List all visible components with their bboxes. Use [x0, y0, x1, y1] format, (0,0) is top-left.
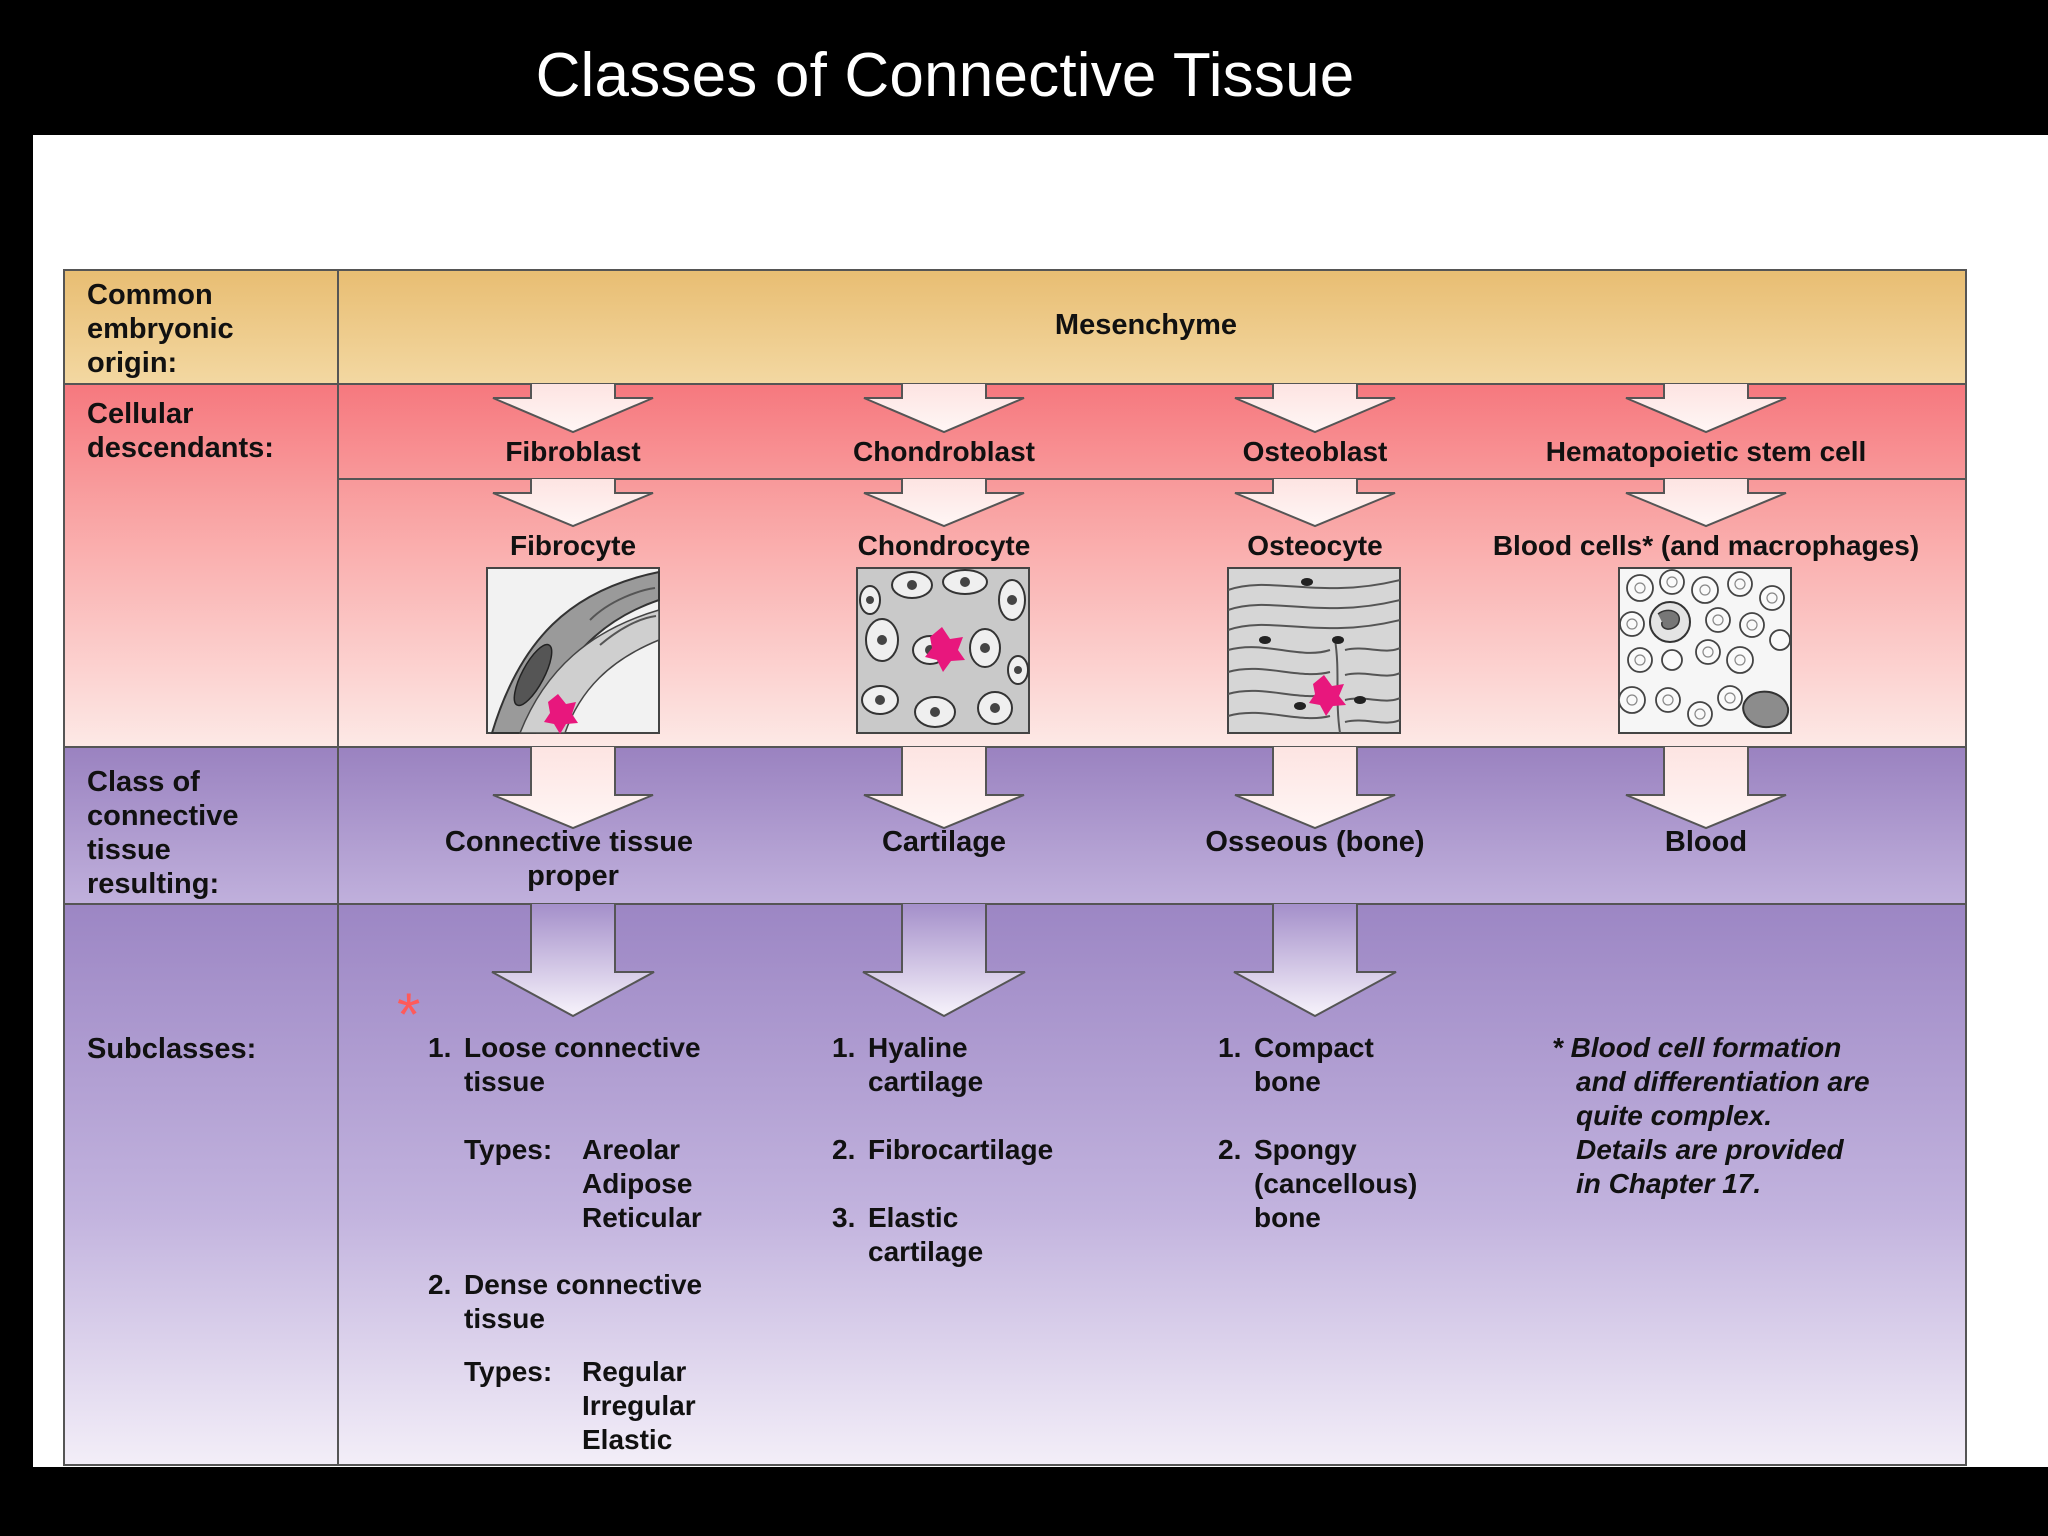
flow-arrows-class [492, 747, 1787, 830]
bone-spongy: Spongy (cancellous) bone [1254, 1134, 1425, 1233]
blood-cells-micrograph-icon [1618, 567, 1792, 734]
arrow-to-osteocyte [1234, 479, 1396, 528]
flow-arrows-subclass [491, 904, 1397, 1018]
cell-fibroblast: Fibroblast [505, 436, 640, 467]
class-connective-tissue-proper: Connective tissue proper [445, 826, 701, 892]
annotation-star-mark: * [397, 981, 420, 1048]
arrow-to-fibroblast [492, 384, 654, 434]
arrow-to-ctp-subclasses [491, 904, 655, 1018]
bone-compact: Compact bone [1254, 1032, 1382, 1097]
ctp-dense-connective-tissue: Dense connective tissue [464, 1269, 710, 1334]
arrow-to-fibrocyte [492, 479, 654, 528]
row-label-subclasses: Subclasses: [87, 1033, 256, 1065]
cell-chondroblast: Chondroblast [853, 436, 1035, 467]
arrow-to-blood [1625, 747, 1787, 830]
arrow-to-cartilage-subclasses [862, 904, 1026, 1018]
ctp-number-1: 1. [428, 1032, 451, 1063]
ctp-types-label-2: Types: [464, 1356, 552, 1387]
chondrocyte-micrograph-icon [856, 567, 1030, 734]
cartilage-number-3: 3. [832, 1202, 855, 1233]
arrow-to-osseous [1234, 747, 1396, 830]
arrow-to-chondrocyte [863, 479, 1025, 528]
cartilage-elastic: Elastic cartilage [868, 1202, 983, 1267]
ctp-dense-types: Regular Irregular Elastic [582, 1356, 703, 1455]
class-osseous-bone: Osseous (bone) [1205, 826, 1424, 858]
cartilage-number-1: 1. [832, 1032, 855, 1063]
bone-number-1: 1. [1218, 1032, 1241, 1063]
ctp-number-2: 2. [428, 1269, 451, 1300]
arrow-to-blood-cells [1625, 479, 1787, 528]
arrow-to-hematopoietic [1625, 384, 1787, 434]
osteocyte-micrograph-icon [1227, 567, 1401, 734]
subclass-band [64, 904, 1966, 1465]
class-blood: Blood [1665, 826, 1747, 858]
cartilage-number-2: 2. [832, 1134, 855, 1165]
cell-blood-cells: Blood cells* (and macrophages) [1493, 530, 1919, 561]
cell-osteocyte: Osteocyte [1247, 530, 1382, 561]
cell-fibrocyte: Fibrocyte [510, 530, 636, 561]
subclasses-cartilage: 1. Hyaline cartilage 2. Fibrocartilage 3… [832, 1032, 1053, 1267]
class-band [64, 747, 1966, 904]
arrow-to-bone-subclasses [1233, 904, 1397, 1018]
cell-chondrocyte: Chondrocyte [858, 530, 1031, 561]
cartilage-hyaline: Hyaline cartilage [868, 1032, 983, 1097]
row-label-cellular: Cellular descendants: [87, 398, 274, 464]
arrow-to-cartilage [863, 747, 1025, 830]
table-grid [63, 269, 1967, 1466]
cartilage-fibrocartilage: Fibrocartilage [868, 1134, 1053, 1165]
bone-number-2: 2. [1218, 1134, 1241, 1165]
ctp-loose-connective-tissue: Loose connective tissue [464, 1032, 708, 1097]
row-label-class: Class of connective tissue resulting: [87, 766, 247, 900]
flow-arrows-small [492, 384, 1787, 528]
arrow-to-chondroblast [863, 384, 1025, 434]
subclasses-connective-tissue-proper: 1. Loose connective tissue Types: Areola… [428, 1032, 710, 1455]
origin-band [64, 270, 1966, 384]
row-label-origin: Common embryonic origin: [87, 279, 242, 379]
cell-hematopoietic-stem-cell: Hematopoietic stem cell [1546, 436, 1867, 467]
slide-title: Classes of Connective Tissue [535, 41, 1355, 110]
arrow-to-osteoblast [1234, 384, 1396, 434]
cell-osteoblast: Osteoblast [1243, 436, 1388, 467]
class-cartilage: Cartilage [882, 826, 1006, 858]
blood-formation-note: * Blood cell formation and differentiati… [1552, 1032, 1877, 1199]
ctp-loose-types: Areolar Adipose Reticular [582, 1134, 702, 1233]
arrow-to-connective-tissue-proper [492, 747, 654, 830]
fibrocyte-micrograph-icon [486, 567, 660, 734]
ctp-types-label-1: Types: [464, 1134, 552, 1165]
subclasses-bone: 1. Compact bone 2. Spongy (cancellous) b… [1218, 1032, 1425, 1233]
origin-mesenchyme: Mesenchyme [1055, 309, 1237, 341]
